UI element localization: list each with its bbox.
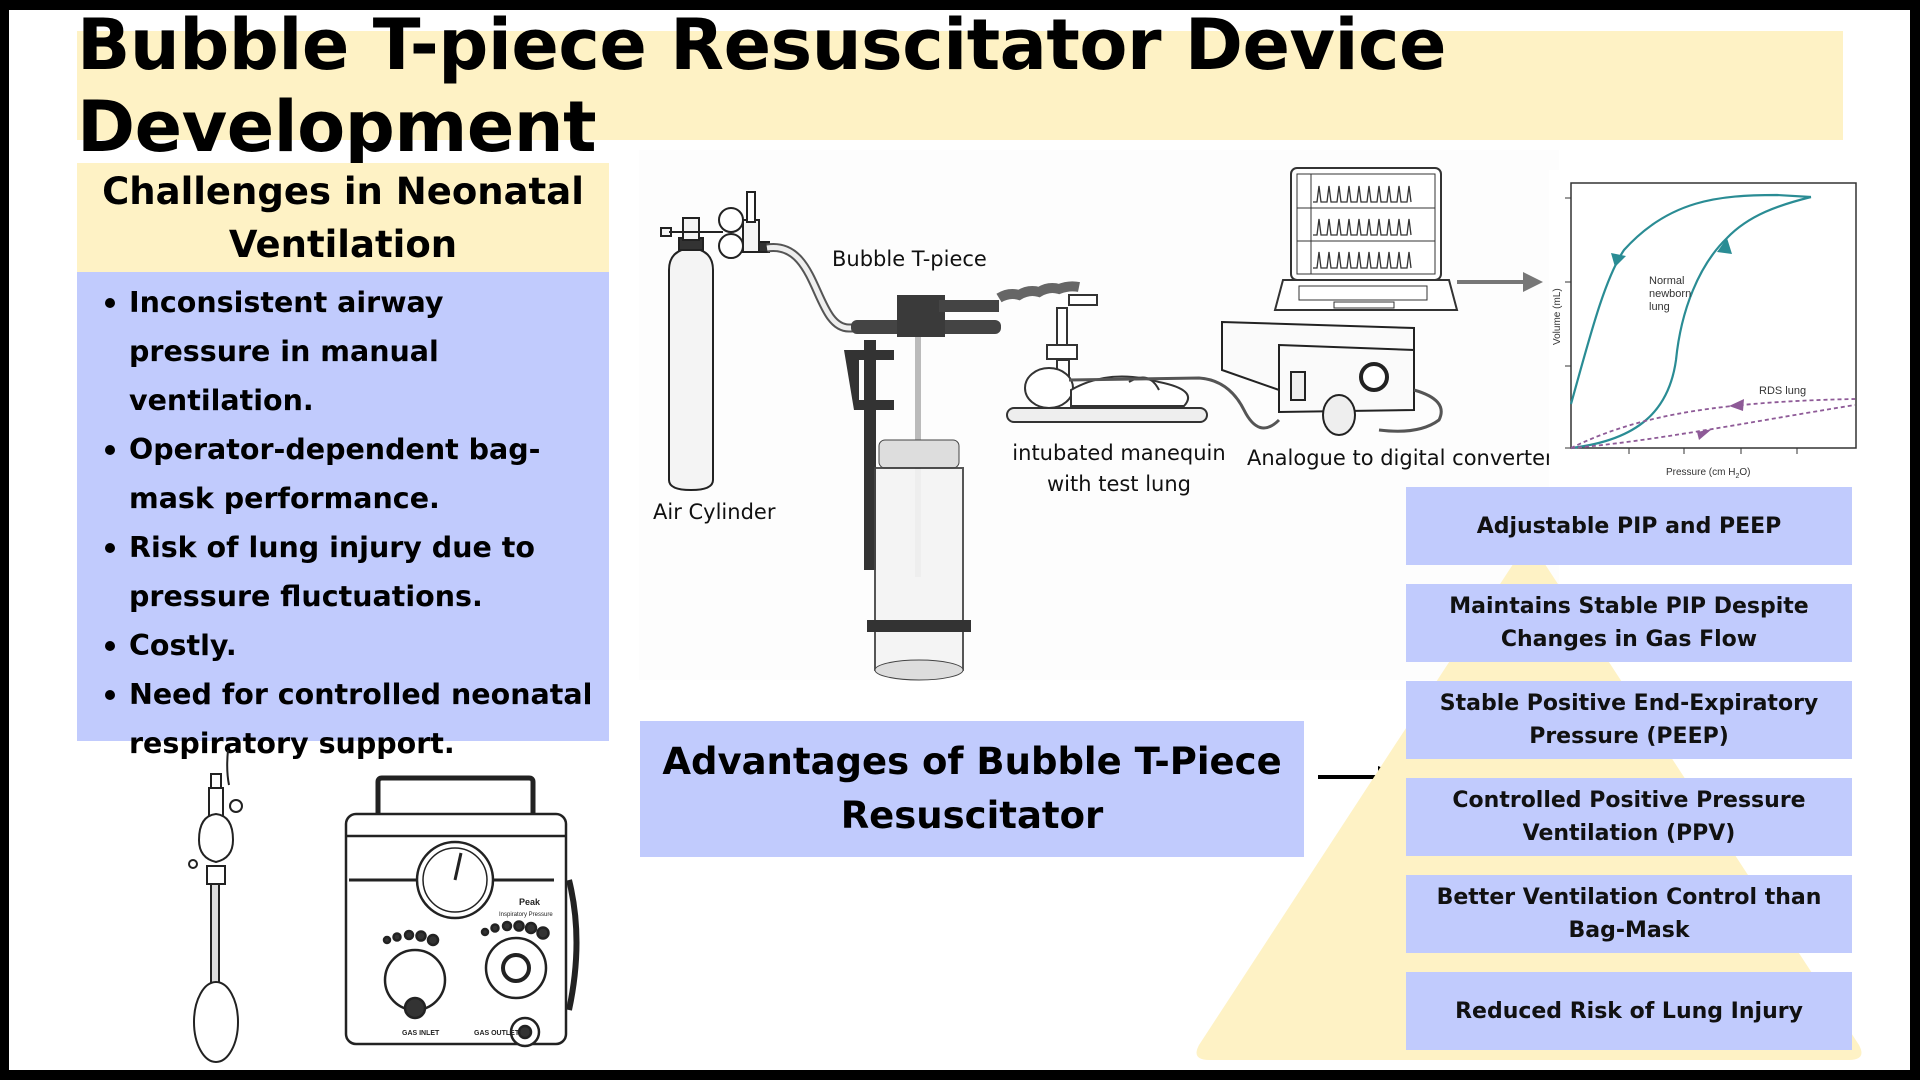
- normal-lung-label-2: newborn: [1649, 288, 1691, 300]
- converter-label: Analogue to digital converter: [1247, 446, 1554, 470]
- rds-deflation-arrowhead: [1729, 399, 1744, 411]
- challenge-item: Need for controlled neonatal respiratory…: [105, 670, 609, 768]
- manequin-label: intubated manequin with test lung: [1007, 438, 1231, 500]
- rds-lung-deflation-curve: [1570, 398, 1856, 449]
- chart-background: [1549, 170, 1869, 490]
- normal-deflation-arrowhead: [1611, 253, 1626, 267]
- advantage-item: Adjustable PIP and PEEP: [1406, 487, 1852, 565]
- experimental-setup-illustration: [639, 150, 1559, 681]
- manequin-label-line2: with test lung: [1046, 472, 1192, 496]
- advantage-text: Ventilation (PPV): [1522, 821, 1736, 846]
- air-cylinder-label: Air Cylinder: [653, 500, 776, 524]
- challenges-list: Inconsistent airway pressure in manual v…: [77, 272, 609, 768]
- normal-lung-label-1: Normal: [1649, 275, 1684, 287]
- advantages-heading-box: Advantages of Bubble T-Piece Resuscitato…: [640, 721, 1304, 857]
- advantages-heading-line2: Resuscitator: [840, 794, 1104, 837]
- advantage-text: Controlled Positive Pressure: [1452, 788, 1806, 813]
- rds-lung-inflation-curve: [1570, 404, 1856, 449]
- challenge-item: Costly.: [105, 621, 609, 670]
- advantage-item: Reduced Risk of Lung Injury: [1406, 972, 1852, 1050]
- advantages-heading-line1: Advantages of Bubble T-Piece: [662, 740, 1282, 783]
- advantage-text: Changes in Gas Flow: [1500, 627, 1758, 652]
- normal-inflation-arrowhead: [1717, 238, 1732, 254]
- rds-inflation-arrowhead: [1697, 429, 1712, 440]
- title-bar: Bubble T-piece Resuscitator Device Devel…: [77, 10, 1843, 168]
- manequin-label-line1: intubated manequin: [1012, 441, 1226, 465]
- advantage-text: Maintains Stable PIP Despite: [1449, 594, 1809, 619]
- y-axis-label: Volume (mL): [1552, 288, 1563, 345]
- challenges-panel: Challenges in Neonatal Ventilation Incon…: [77, 163, 609, 760]
- challenge-item: Inconsistent airway pressure in manual v…: [105, 278, 609, 425]
- resuscitator-devices-illustration: Peak Inspiratory Pressure GAS INLET GAS …: [188, 749, 580, 1063]
- advantage-text: Reduced Risk of Lung Injury: [1455, 998, 1803, 1024]
- inspiratory-pressure-label: Inspiratory Pressure: [499, 912, 553, 918]
- gas-inlet-label: GAS INLET: [402, 1030, 440, 1037]
- poster-canvas: Bubble T-piece Resuscitator Device Devel…: [9, 10, 1910, 1070]
- air-cylinder-icon: [660, 191, 770, 492]
- challenges-heading-line2: Ventilation: [228, 222, 458, 266]
- gas-hose-inner: [766, 245, 879, 331]
- bubble-t-piece-icon: [844, 281, 1080, 681]
- analogue-digital-converter-icon: [1221, 320, 1443, 436]
- x-axis-label: Pressure (cm H2O): [1666, 467, 1750, 480]
- challenges-heading: Challenges in Neonatal Ventilation: [77, 163, 609, 272]
- bag-mask-icon: [188, 749, 243, 1063]
- advantage-text: Pressure (PEEP): [1529, 724, 1729, 749]
- bubble-cpap-device-icon: [344, 775, 580, 1048]
- normal-lung-deflation-curve: [1569, 193, 1812, 405]
- advantage-text: Adjustable PIP and PEEP: [1476, 513, 1782, 539]
- sensor-tube: [1068, 376, 1281, 430]
- challenges-heading-line1: Challenges in Neonatal: [102, 169, 584, 213]
- chart-ticks: [1565, 197, 1798, 454]
- chart-frame: [1570, 182, 1857, 449]
- bubble-t-piece-label: Bubble T-piece: [832, 247, 987, 271]
- challenge-item: Risk of lung injury due to pressure fluc…: [105, 523, 609, 621]
- arrow-to-chart-icon: [1457, 272, 1543, 292]
- gas-outlet-label: GAS OUTLET: [474, 1030, 520, 1037]
- page-title: Bubble T-piece Resuscitator Device Devel…: [77, 10, 1447, 168]
- normal-lung-label-3: lung: [1649, 301, 1670, 313]
- advantage-text: Stable Positive End-Expiratory: [1439, 691, 1819, 716]
- advantage-text: Bag-Mask: [1568, 918, 1690, 943]
- laptop-icon: [1273, 167, 1459, 311]
- pressure-volume-chart: Normal newborn lung RDS lung Volume (mL)…: [1549, 170, 1869, 490]
- advantage-text: Better Ventilation Control than: [1436, 885, 1822, 910]
- peak-pressure-label: Peak: [519, 897, 541, 907]
- challenge-item: Operator-dependent bag-mask performance.: [105, 425, 609, 523]
- normal-lung-inflation-curve: [1570, 195, 1812, 450]
- infant-manequin-icon: [1006, 367, 1208, 423]
- rds-lung-label: RDS lung: [1759, 385, 1806, 397]
